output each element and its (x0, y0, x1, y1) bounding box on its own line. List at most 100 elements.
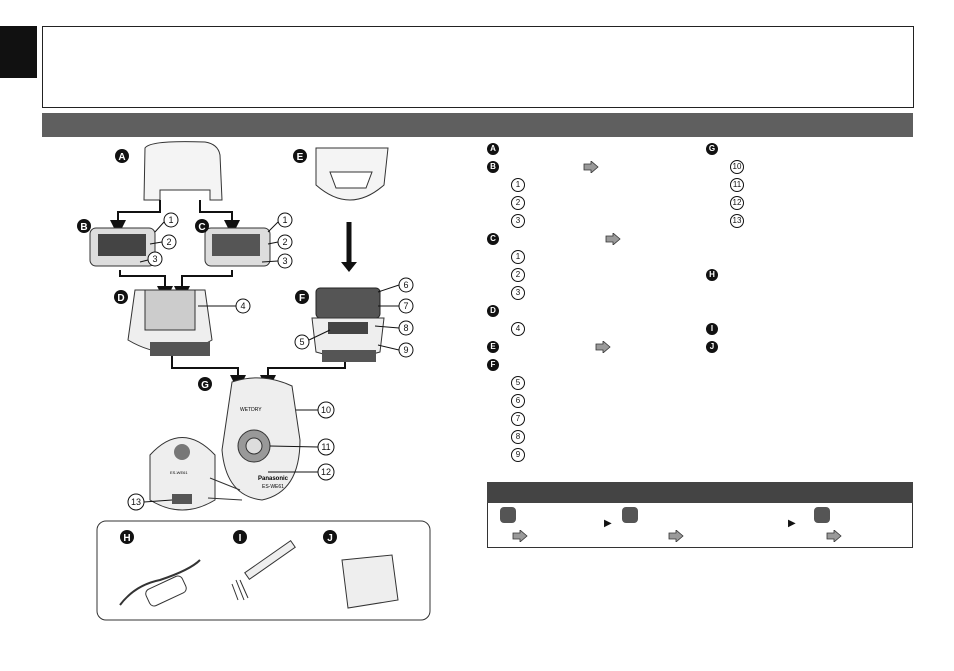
label-I: I (239, 533, 242, 544)
legend-letter-badge: F (487, 359, 499, 371)
legend-number: 11 (730, 178, 744, 192)
callout-1b: 1 (282, 215, 287, 225)
callout-5: 5 (299, 337, 304, 347)
callout-9: 9 (403, 345, 408, 355)
legend-number: 1 (511, 250, 525, 264)
legend-number: 10 (730, 160, 744, 174)
header-box (42, 26, 914, 108)
legend-row: 12 (706, 194, 744, 212)
callout-10: 10 (321, 405, 331, 415)
legend-letter-badge: D (487, 305, 499, 317)
arrow-icon (512, 530, 528, 542)
legend-number: 7 (511, 412, 525, 426)
label-J: J (327, 533, 333, 544)
callout-4: 4 (240, 301, 245, 311)
legend-row: 1 (487, 248, 621, 266)
flow-bar (487, 482, 913, 503)
flow-next-icon: ▶ (604, 518, 612, 529)
legend-number: 6 (511, 394, 525, 408)
legend-row: 10 (706, 158, 744, 176)
legend-row: 5 (487, 374, 621, 392)
legend-row: E (487, 338, 621, 356)
legend-row: 1 (487, 176, 621, 194)
legend-row: 3 (487, 212, 621, 230)
legend-row: G (706, 140, 744, 158)
legend-row: C (487, 230, 621, 248)
legend-row: 6 (487, 392, 621, 410)
legend-letter-badge: I (706, 323, 718, 335)
callout-2: 2 (166, 237, 171, 247)
callout-8: 8 (403, 323, 408, 333)
legend-row: 2 (487, 194, 621, 212)
section-tab (0, 26, 37, 78)
legend-letter-badge: C (487, 233, 499, 245)
legend-row: 9 (487, 446, 621, 464)
legend-number: 13 (730, 214, 744, 228)
legend-row: I (706, 320, 744, 338)
legend-letter-badge: B (487, 161, 499, 173)
label-E: E (297, 152, 304, 163)
stand-marking: ES-WE61 (170, 470, 188, 475)
legend-row: H (706, 266, 744, 284)
legend-row (706, 302, 744, 320)
legend-row: B (487, 158, 621, 176)
flow-step-2-icon (622, 507, 638, 523)
callout-11: 11 (321, 442, 330, 452)
callout-7: 7 (403, 301, 408, 311)
legend-row: 7 (487, 410, 621, 428)
legend-letter-badge: J (706, 341, 718, 353)
legend-number: 5 (511, 376, 525, 390)
legend-row: F (487, 356, 621, 374)
legend-number: 8 (511, 430, 525, 444)
label-F: F (299, 293, 305, 304)
legend-row (706, 284, 744, 302)
legend-row: A (487, 140, 621, 158)
legend-row: D (487, 302, 621, 320)
device-model: ES-WE61 (262, 484, 284, 490)
callout-2b: 2 (282, 237, 287, 247)
flow-step-1-icon (500, 507, 516, 523)
legend-number: 3 (511, 214, 525, 228)
legend-row (706, 230, 744, 248)
legend-letter-badge: G (706, 143, 718, 155)
legend-letter-badge: H (706, 269, 718, 281)
legend-row: 2 (487, 266, 621, 284)
callout-6: 6 (403, 280, 408, 290)
arrow-icon (668, 530, 684, 542)
device-brand: Panasonic (258, 476, 289, 482)
legend-number: 1 (511, 178, 525, 192)
legend-row: 8 (487, 428, 621, 446)
legend-number: 2 (511, 196, 525, 210)
legend-number: 9 (511, 448, 525, 462)
label-A: A (118, 152, 125, 163)
arrow-icon (605, 233, 621, 245)
legend-row: 4 (487, 320, 621, 338)
legend-row: 11 (706, 176, 744, 194)
callout-13: 13 (131, 497, 141, 507)
arrow-icon (826, 530, 842, 542)
switch-marking: WETDRY (240, 407, 262, 413)
legend-number: 4 (511, 322, 525, 336)
legend-letter-badge: E (487, 341, 499, 353)
callout-1: 1 (168, 215, 173, 225)
legend-number: 2 (511, 268, 525, 282)
arrow-icon (583, 161, 599, 173)
flow-next-icon: ▶ (788, 518, 796, 529)
callout-3: 3 (152, 254, 157, 264)
callout-3b: 3 (282, 256, 287, 266)
label-D: D (117, 293, 124, 304)
parts-bar (42, 113, 913, 137)
flow-step-3-icon (814, 507, 830, 523)
callout-12: 12 (321, 467, 331, 477)
label-B: B (80, 222, 87, 233)
legend-row (706, 248, 744, 266)
legend-letter-badge: A (487, 143, 499, 155)
legend-row: 3 (487, 284, 621, 302)
legend-row: 13 (706, 212, 744, 230)
label-H: H (123, 533, 130, 544)
label-G: G (201, 380, 209, 391)
arrow-icon (595, 341, 611, 353)
legend-number: 3 (511, 286, 525, 300)
